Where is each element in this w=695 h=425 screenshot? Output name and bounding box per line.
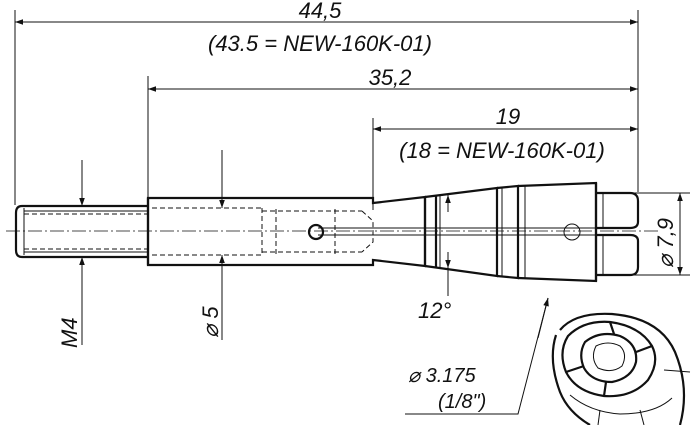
- thread-label: M4: [57, 317, 82, 348]
- clamp-diameter-inch-label: (1/8"): [438, 391, 486, 413]
- collet-length-label: 19: [496, 104, 520, 129]
- outer-diameter-dimension: ⌀ 7,9: [600, 192, 690, 276]
- collet-length-dimension: 19 (18 = NEW-160K-01): [372, 104, 638, 210]
- bore-dimension: ⌀ 5: [198, 150, 225, 340]
- taper-angle-label: 12°: [418, 298, 451, 323]
- clamp-diameter-label: ⌀ 3.175: [408, 365, 477, 387]
- overall-length-dimension: 44,5 (43.5 = NEW-160K-01): [14, 0, 639, 205]
- collet-end-detail: [551, 312, 691, 425]
- bore-label: ⌀ 5: [198, 306, 223, 338]
- collet-length-note: (18 = NEW-160K-01): [399, 138, 605, 163]
- shank-length-label: 35,2: [369, 65, 412, 90]
- thread-dimension: M4: [57, 160, 85, 348]
- taper-angle-dimension: 12°: [418, 195, 451, 323]
- outer-diameter-label: ⌀ 7,9: [653, 218, 678, 268]
- shank-length-dimension: 35,2: [147, 65, 638, 198]
- clamp-diameter-dimension: ⌀ 3.175 (1/8"): [405, 297, 549, 415]
- overall-length-note: (43.5 = NEW-160K-01): [208, 31, 432, 56]
- overall-length-label: 44,5: [299, 0, 343, 23]
- collet-shaft-outline: [6, 181, 660, 283]
